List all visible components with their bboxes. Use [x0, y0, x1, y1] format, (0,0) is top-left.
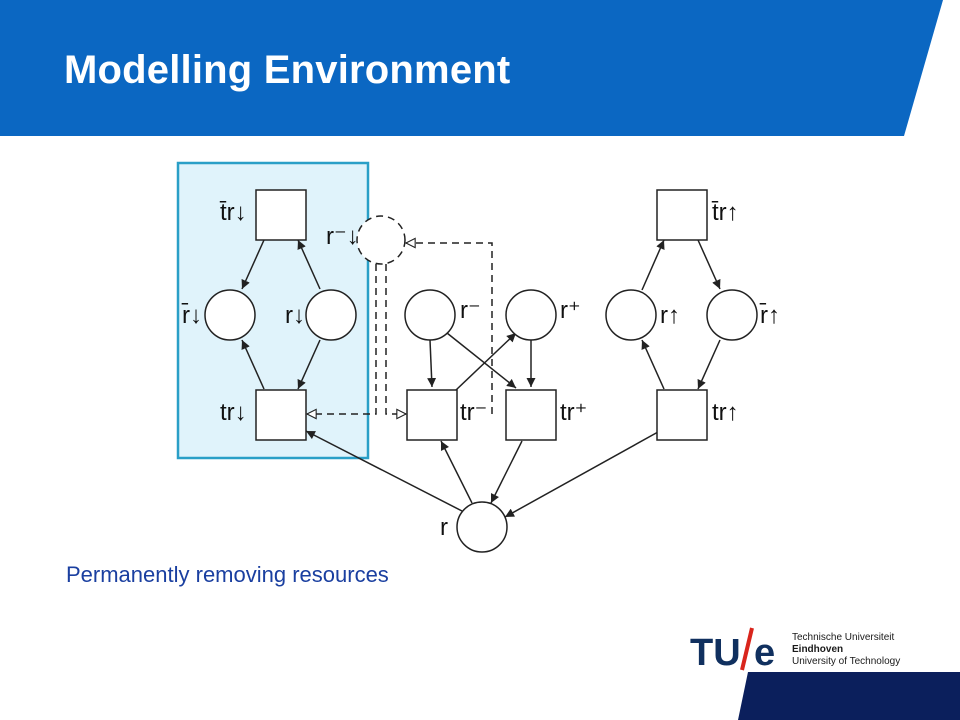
label-r: r [440, 514, 448, 541]
arc-r-minus-to-t-minus [427, 339, 437, 388]
arc-r-up-to-tbar-up [641, 239, 665, 291]
arc-tbar-up-to-rbar-up [697, 239, 721, 290]
place-r-plus [505, 289, 557, 341]
label-r-minus: r⁻ [460, 297, 481, 324]
logo-line-1: Technische Universiteit [792, 632, 895, 643]
label-r-bar-up: r̄↑ [759, 302, 780, 329]
place-r-minus-down [356, 215, 406, 265]
transition-tbar-r-down [255, 189, 307, 241]
arc-r-down-to-t-down [297, 339, 321, 390]
tue-logo: TU e [690, 627, 775, 672]
logo-mark-tu: TU [690, 632, 741, 672]
arc-dashed-r-minus-down-to-t-minus [385, 264, 406, 414]
arc-t-up-to-r [504, 431, 659, 518]
label-tbar-r-down: t̄r↓ [219, 199, 247, 226]
logo-line-3: University of Technology [792, 656, 901, 667]
transition-t-r-up [656, 389, 708, 441]
arc-t-up-to-r-up [641, 339, 665, 390]
label-t-r-minus: tr⁻ [460, 399, 487, 426]
place-r-down [305, 289, 357, 341]
arc-t-plus-to-r [490, 440, 523, 504]
caption: Permanently removing resources [66, 562, 389, 587]
place-r [456, 501, 508, 553]
label-r-up: r↑ [660, 302, 680, 329]
arc-r-minus-to-t-plus [446, 332, 517, 389]
label-r-minus-down: r⁻↓ [326, 223, 359, 250]
transition-t-r-down [255, 389, 307, 441]
arc-r-to-t-minus [440, 440, 473, 504]
label-r-down: r↓ [285, 302, 305, 329]
logo-text: Technische Universiteit Eindhoven Univer… [792, 632, 900, 668]
footer-band [738, 672, 960, 720]
label-t-r-down: tr↓ [220, 399, 247, 426]
label-t-r-plus: tr⁺ [560, 399, 587, 426]
label-t-r-up: tr↑ [712, 399, 739, 426]
footer-band-shape [738, 672, 960, 720]
arc-t-minus-to-r-plus [455, 332, 517, 391]
arc-dashed-t-plus-to-r-minus-down [406, 243, 493, 414]
transition-t-r-plus [505, 389, 557, 441]
place-r-up [605, 289, 657, 341]
logo-mark-e: e [754, 632, 775, 672]
logo-slash [740, 627, 754, 671]
arc-dashed-r-minus-down-to-t-down [307, 264, 377, 414]
transition-t-r-minus [406, 389, 458, 441]
arc-r-to-t-down [305, 430, 463, 512]
place-r-minus [404, 289, 456, 341]
transition-tbar-r-up [656, 189, 708, 241]
label-r-bar-down: r̄↓ [181, 302, 202, 329]
arc-r-down-to-tbar-down [297, 239, 321, 290]
place-r-bar-down [204, 289, 256, 341]
header-band-shape [0, 0, 943, 136]
arc-tbar-down-to-rbar-down [241, 239, 265, 290]
arc-t-down-to-rbar-down [241, 339, 265, 390]
arc-rbar-up-to-t-up [697, 339, 721, 390]
place-r-bar-up [706, 289, 758, 341]
header-band [0, 0, 943, 136]
label-tbar-r-up: t̄r↑ [711, 199, 739, 226]
label-r-plus: r⁺ [560, 297, 581, 324]
logo-line-2: Eindhoven [792, 644, 844, 655]
slide-title: Modelling Environment [64, 48, 511, 92]
